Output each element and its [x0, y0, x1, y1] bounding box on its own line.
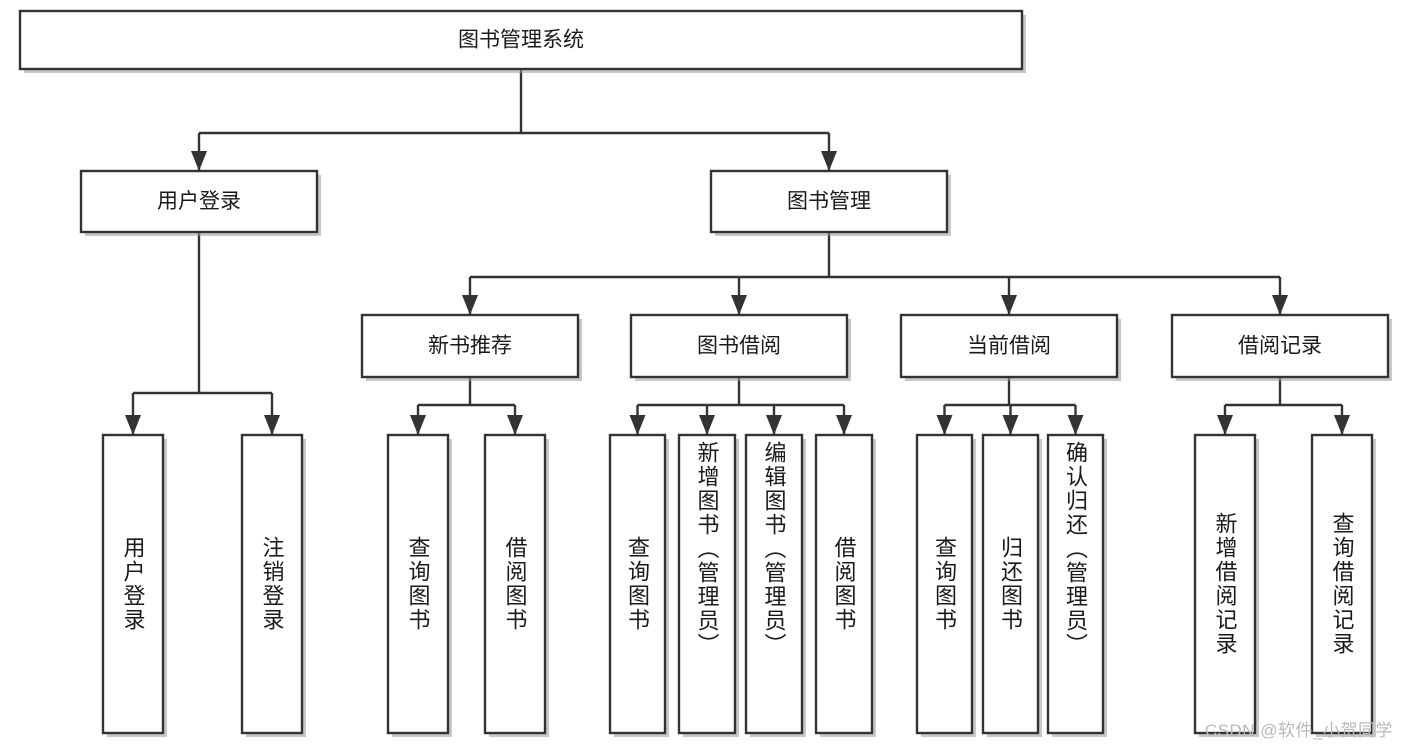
connector-root-to-level2: [191, 69, 837, 171]
node-leaf-add-book[interactable]: [677, 433, 739, 737]
arrow-head-icon: [766, 415, 782, 435]
node-box[interactable]: [79, 169, 319, 234]
node-box[interactable]: [899, 313, 1119, 379]
node-leaf-borrow-book[interactable]: [814, 433, 876, 737]
arrow-head-icon: [936, 415, 953, 435]
node-book-borrow[interactable]: 图书借阅: [629, 313, 851, 381]
arrow-head-icon: [699, 415, 715, 435]
node-label: 新书推荐: [428, 335, 512, 358]
arrow-head-icon: [1002, 415, 1019, 435]
connector-bookmgmt-to-level3: [462, 232, 1288, 315]
node-leaf-add-borrow-record[interactable]: [1193, 433, 1259, 737]
node-box[interactable]: [240, 433, 304, 735]
node-box[interactable]: [1170, 313, 1390, 379]
node-box[interactable]: [981, 433, 1040, 735]
node-leaf-query-book-recommend[interactable]: [386, 433, 452, 737]
node-box[interactable]: [677, 433, 737, 735]
arrow-head-icon: [1001, 295, 1017, 315]
node-leaf-edit-book[interactable]: [744, 433, 806, 737]
node-box[interactable]: [744, 433, 804, 735]
node-box[interactable]: [101, 433, 165, 735]
arrow-head-icon: [1272, 295, 1288, 315]
node-box[interactable]: [915, 433, 974, 735]
connector-record-to-leaves: [1217, 377, 1350, 435]
node-book-management[interactable]: 图书管理: [709, 169, 951, 236]
node-leaf-borrow-book-recommend[interactable]: [483, 433, 549, 737]
node-leaf-return-book[interactable]: [981, 433, 1042, 737]
connector-recommend-to-leaves: [410, 377, 523, 435]
node-label: 借阅记录: [1238, 335, 1322, 358]
arrow-head-icon: [125, 415, 141, 435]
connector-borrow-to-leaves: [629, 377, 852, 435]
arrow-head-icon: [507, 415, 523, 435]
node-box[interactable]: [360, 313, 580, 379]
node-box[interactable]: [1046, 433, 1105, 735]
node-label: 图书管理系统: [458, 29, 584, 52]
arrow-head-icon: [1217, 415, 1233, 435]
node-label: 图书管理: [787, 190, 871, 213]
node-leaf-user-login[interactable]: [101, 433, 167, 737]
arrow-head-icon: [1067, 415, 1084, 435]
node-box[interactable]: [483, 433, 547, 735]
arrow-head-icon: [462, 295, 478, 315]
node-label: 用户登录: [157, 190, 241, 213]
node-label: 当前借阅: [967, 335, 1051, 358]
node-box[interactable]: [18, 9, 1024, 71]
node-leaf-confirm-return[interactable]: [1046, 433, 1107, 737]
node-label: 图书借阅: [697, 335, 781, 358]
node-current-borrow[interactable]: 当前借阅: [899, 313, 1121, 381]
node-box[interactable]: [629, 313, 849, 379]
node-root[interactable]: 图书管理系统: [18, 9, 1026, 73]
node-box[interactable]: [386, 433, 450, 735]
arrow-head-icon: [1334, 415, 1350, 435]
arrow-head-icon: [821, 151, 837, 171]
node-leaf-query-book-current[interactable]: [915, 433, 976, 737]
arrow-head-icon: [629, 415, 646, 435]
connector-layer: [125, 69, 1350, 435]
node-box[interactable]: [814, 433, 874, 735]
arrow-head-icon: [731, 295, 747, 315]
node-box[interactable]: [1310, 433, 1374, 735]
node-leaf-query-borrow-record[interactable]: [1310, 433, 1376, 737]
node-user-login[interactable]: 用户登录: [79, 169, 321, 236]
connector-current-to-leaves: [936, 377, 1084, 435]
node-box[interactable]: [709, 169, 949, 234]
node-leaf-query-book-borrow[interactable]: [608, 433, 669, 737]
watermark-text: CSDN @软件_小贺同学: [1204, 721, 1393, 740]
node-box[interactable]: [608, 433, 667, 735]
arrow-head-icon: [191, 151, 207, 171]
connector-userlogin-to-leaves: [125, 232, 280, 435]
node-box[interactable]: [1193, 433, 1257, 735]
arrow-head-icon: [836, 415, 852, 435]
arrow-head-icon: [264, 415, 280, 435]
arrow-head-icon: [410, 415, 426, 435]
node-leaf-logout[interactable]: [240, 433, 306, 737]
node-new-book-recommend[interactable]: 新书推荐: [360, 313, 582, 381]
node-borrow-record[interactable]: 借阅记录: [1170, 313, 1392, 381]
